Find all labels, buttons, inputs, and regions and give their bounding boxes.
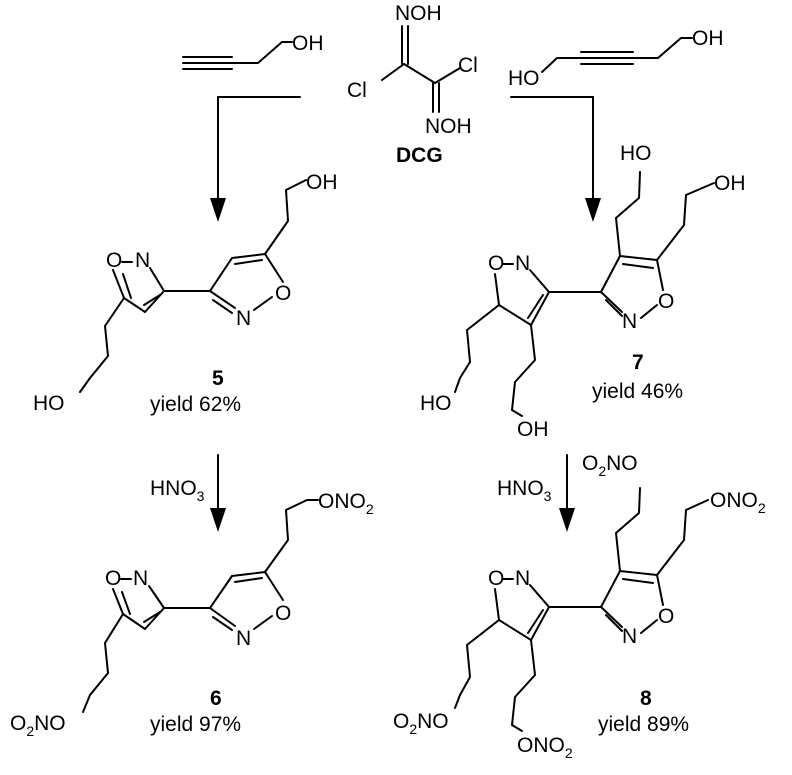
butynol-oh-label: OH [292,32,324,55]
compound-8: O N O N O2NO ONO2 O2NO ONO2 8 yield 89% [393,452,766,761]
dcg-label: DCG [396,144,443,167]
butynediol-ho-left: HO [508,67,540,90]
dcg-structure: NOH Cl Cl NOH DCG [347,2,478,167]
c7-ring-o1: O [488,252,504,275]
c5-yield: yield 62% [150,393,241,416]
c7-ring-n2: N [622,310,637,333]
c8-ring-o2: O [658,605,674,628]
arrow-to-5 [210,96,301,222]
c7-ho: HO [420,392,452,415]
c7-ho-top: HO [620,142,652,165]
dcg-noh-top: NOH [395,2,442,25]
c7-ring-n1: N [515,252,530,275]
c6-yield: yield 97% [150,713,241,736]
dcg-noh-bottom: NOH [425,115,472,138]
arrow-to-7 [510,96,601,222]
butynediol-oh-right: OH [692,27,724,50]
c5-ring-o2: O [275,282,291,305]
butynediol-structure: HO OH [508,27,724,90]
c6-ring-o1: O [105,567,121,590]
c8-ring-n2: N [622,625,637,648]
compound-5: O N O N OH HO 5 yield 62% [33,171,338,416]
c8-number: 8 [640,687,652,710]
compound-7: O N O N HO OH HO OH 7 yield 46% [420,142,746,441]
c6-ring-n2: N [236,627,251,650]
compound-6: O N O N ONO2 O2NO 6 yield 97% [10,490,374,739]
dcg-cl-left: Cl [347,79,367,102]
c8-o2no-left: O2NO [393,710,449,737]
c5-ring-n2: N [236,307,251,330]
hno3-right-label: HNO3 [497,477,552,504]
c6-ring-o2: O [275,602,291,625]
butynol-structure: OH [182,32,324,70]
c7-yield: yield 46% [592,380,683,403]
c7-number: 7 [632,351,644,374]
c5-oh: OH [306,171,338,194]
c6-ono2-right: ONO2 [318,490,374,517]
c7-ring-o2: O [658,290,674,313]
c6-ring-n1: N [133,567,148,590]
c7-oh-bottom: OH [517,418,549,441]
c8-o2no-top: O2NO [582,452,638,479]
arrow-to-8: HNO3 [497,454,575,532]
c5-ring-o1: O [106,249,122,272]
c7-oh-top: OH [714,172,746,195]
c5-ring-n1: N [135,249,150,272]
c6-number: 6 [210,687,222,710]
c5-ho: HO [33,392,65,415]
c8-ono2-bottom: ONO2 [517,734,573,761]
c6-o2no-left: O2NO [10,712,66,739]
hno3-left-label: HNO3 [150,477,205,504]
c8-yield: yield 89% [598,713,689,736]
arrow-to-6: HNO3 [150,454,226,532]
c8-ring-o1: O [488,567,504,590]
dcg-cl-right: Cl [458,54,478,77]
c8-ono2-right: ONO2 [710,489,766,516]
c8-ring-n1: N [515,567,530,590]
c5-number: 5 [212,367,224,390]
